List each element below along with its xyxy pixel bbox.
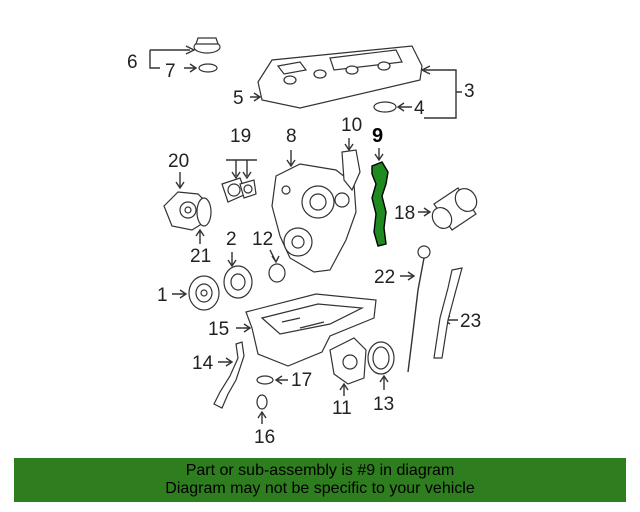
oil-pan[interactable]	[245, 293, 377, 367]
thermostat[interactable]	[239, 179, 257, 199]
drain-plug-gasket[interactable]	[256, 394, 268, 410]
label-15: 15	[208, 319, 229, 340]
oil-filter[interactable]	[428, 184, 481, 232]
label-10: 10	[341, 115, 362, 136]
dipstick-tube[interactable]	[433, 267, 463, 359]
label-22: 22	[374, 267, 395, 288]
filler-cap-gasket[interactable]	[198, 63, 218, 73]
spark-plug-tube-gasket[interactable]	[373, 101, 397, 113]
label-13: 13	[373, 394, 394, 415]
label-8: 8	[286, 126, 297, 147]
timing-cover-gasket[interactable]	[371, 161, 389, 247]
timing-cover-bracket[interactable]	[341, 149, 361, 192]
oil-filler-cap[interactable]	[193, 37, 221, 54]
banner-line-2: Diagram may not be specific to your vehi…	[165, 480, 475, 497]
harmonic-balancer[interactable]	[188, 275, 220, 311]
timing-cover[interactable]	[271, 163, 357, 273]
label-21: 21	[190, 246, 211, 267]
label-17: 17	[291, 370, 312, 391]
rear-seal-retainer[interactable]	[329, 337, 367, 385]
banner-line-1: Part or sub-assembly is #9 in diagram	[185, 462, 455, 479]
label-11: 11	[332, 398, 352, 419]
info-banner: Part or sub-assembly is #9 in diagram Di…	[14, 458, 626, 502]
dipstick[interactable]	[407, 245, 431, 373]
crankshaft-pulley[interactable]	[223, 265, 253, 299]
label-14: 14	[192, 353, 214, 374]
label-19: 19	[230, 126, 251, 147]
label-9: 9	[372, 125, 383, 147]
label-4: 4	[414, 98, 425, 119]
valve-cover[interactable]	[257, 45, 423, 109]
water-pump-gasket[interactable]	[196, 197, 212, 227]
label-7: 7	[165, 61, 176, 82]
oil-level-sensor[interactable]	[213, 341, 245, 409]
label-12: 12	[252, 229, 273, 250]
label-23: 23	[460, 311, 481, 332]
label-16: 16	[254, 427, 275, 448]
label-20: 20	[168, 151, 189, 172]
label-18: 18	[394, 203, 415, 224]
front-crankshaft-seal[interactable]	[268, 263, 286, 283]
rear-crankshaft-seal[interactable]	[367, 341, 395, 375]
label-1: 1	[157, 285, 168, 306]
label-3: 3	[464, 81, 475, 102]
label-2: 2	[226, 229, 237, 250]
label-5: 5	[233, 88, 244, 109]
label-6: 6	[127, 52, 138, 73]
drain-plug[interactable]	[256, 375, 274, 385]
